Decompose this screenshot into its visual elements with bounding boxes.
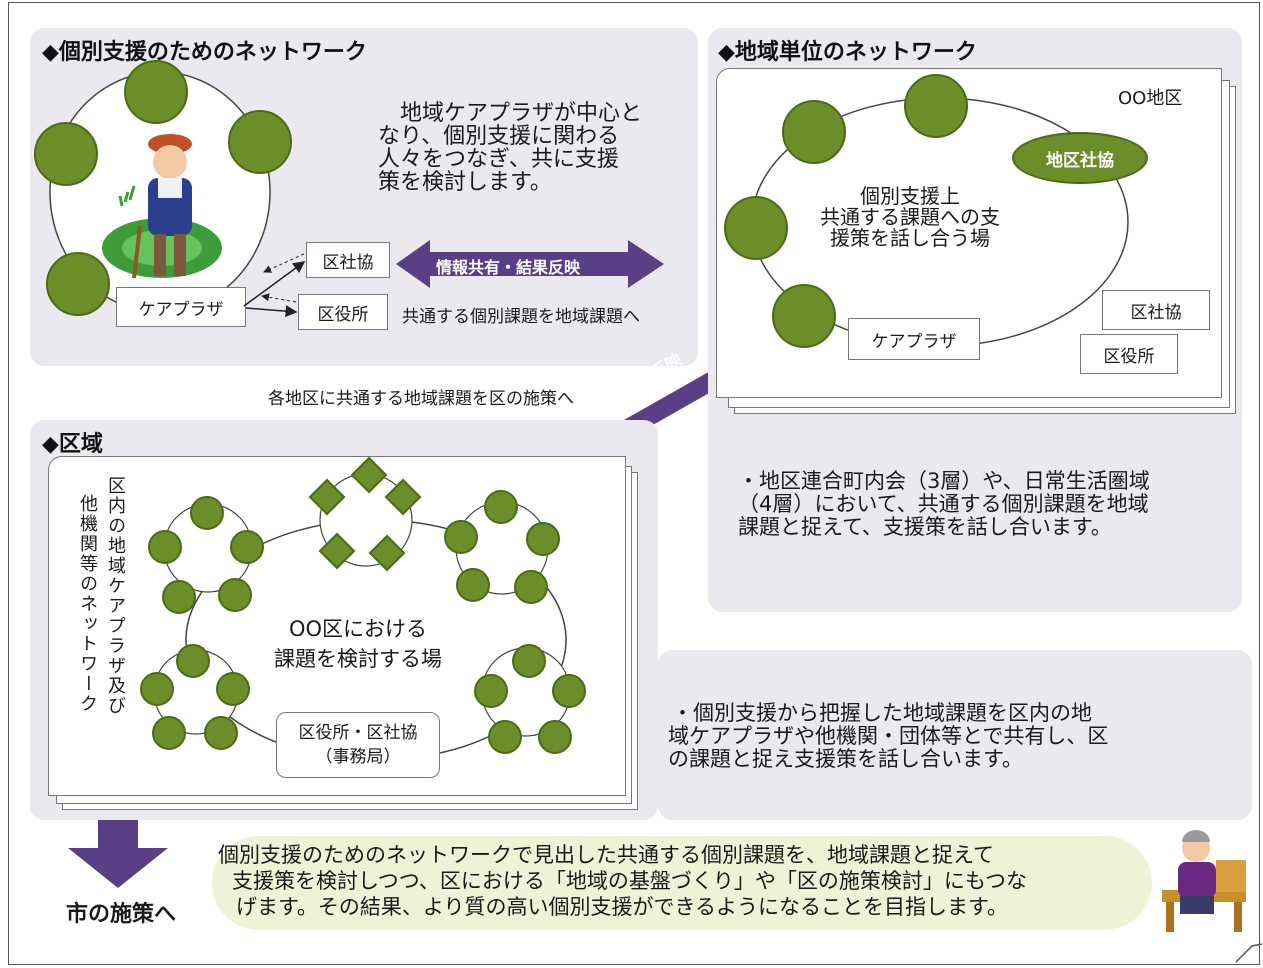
kuyakusho-box: 区役所 — [298, 294, 388, 330]
purple-arrow-label: 情報共有・結果反映 — [436, 258, 581, 277]
footer-highlight — [212, 836, 1152, 930]
member-circle — [512, 644, 546, 678]
member-circle — [124, 60, 188, 124]
member-circle — [152, 716, 186, 750]
desc-line: 策を検討します。 — [378, 170, 552, 195]
ward-description: ・個別支援から把握した地域課題を区内の地 域ケアプラザや他機関・団体等とで共有し… — [668, 702, 1108, 771]
middle-note: 各地区に共通する地域課題を区の施策へ — [268, 389, 574, 409]
member-circle — [444, 520, 478, 554]
member-circle — [484, 490, 518, 524]
panel-title-district: ◆地域単位のネットワーク — [718, 40, 977, 65]
elderly-woman-illustration — [1156, 830, 1252, 934]
member-circle — [904, 74, 968, 138]
member-circle — [218, 578, 252, 612]
member-circle — [538, 720, 572, 754]
member-circle — [46, 252, 110, 316]
elderly-man-illustration — [100, 130, 230, 280]
member-circle — [782, 100, 846, 164]
member-circle — [488, 720, 522, 754]
desc-line: 地域ケアプラザが中心と — [400, 101, 643, 126]
individual-note: 共通する個別課題を地域課題へ — [402, 307, 640, 327]
member-circle — [190, 496, 224, 530]
member-circle — [724, 196, 788, 260]
desc-line: 域ケアプラザや他機関・団体等とで共有し、区 — [668, 724, 1109, 748]
center-line: 共通する課題への支 — [820, 205, 1000, 229]
district-careplaza-box: ケアプラザ — [848, 318, 980, 360]
desc-line: 人々をつなぎ、共に支援 — [378, 147, 619, 172]
center-line: 課題を検討する場 — [274, 647, 442, 671]
panel-title-individual: ◆個別支援のためのネットワーク — [42, 40, 367, 65]
desc-line: ・地区連合町内会（3層）や、日常生活圏域 — [738, 469, 1150, 493]
desc-line: （4層）において、共通する個別課題を地域 — [738, 492, 1149, 516]
chikushakyo-label: 地区社協 — [1046, 150, 1114, 171]
careplaza-box: ケアプラザ — [116, 287, 246, 327]
district-description: ・地区連合町内会（3層）や、日常生活圏域 （4層）において、共通する個別課題を地… — [738, 470, 1150, 539]
member-circle — [204, 716, 238, 750]
desc-line: 課題と捉えて、支援策を話し合います。 — [738, 515, 1112, 539]
individual-description: 地域ケアプラザが中心と なり、個別支援に関わる 人々をつなぎ、共に支援 策を検討… — [378, 102, 642, 194]
desc-line: なり、個別支援に関わる — [378, 124, 620, 149]
footer-text: 個別支援のためのネットワークで見出した共通する個別課題を、地域課題と捉えて 支援… — [218, 842, 1027, 920]
footer-line: げます。その結果、より質の高い個別支援ができるようになることを目指します。 — [236, 895, 1008, 919]
member-circle — [526, 522, 560, 556]
desc-line: ・個別支援から把握した地域課題を区内の地 — [672, 701, 1092, 725]
member-circle — [162, 580, 196, 614]
center-line: 個別支援上 — [860, 184, 960, 208]
ward-office-box: 区役所・区社協 （事務局） — [276, 712, 440, 778]
member-circle — [772, 284, 836, 348]
footer-line: 支援策を検討しつつ、区における「地域の基盤づくり」や「区の施策検討」にもつな — [232, 869, 1028, 893]
kushakyo-box: 区社協 — [306, 242, 390, 278]
member-circle — [230, 530, 264, 564]
member-circle — [140, 672, 174, 706]
office-line: 区役所・区社協 — [298, 723, 418, 743]
district-kuyakusho-box: 区役所 — [1080, 334, 1178, 374]
ward-vertical-label-2: 他機関等のネットワーク — [77, 494, 98, 714]
city-policy-label: 市の施策へ — [66, 902, 177, 927]
panel-ward-extension — [658, 650, 1252, 820]
district-center-text: 個別支援上 共通する課題への支 援策を話し合う場 — [820, 186, 1000, 249]
chikushakyo-ellipse: 地区社協 — [1012, 132, 1148, 184]
district-area-label: OO地区 — [1118, 88, 1183, 109]
member-circle — [34, 122, 98, 186]
member-circle — [552, 674, 586, 708]
ward-vertical-label-1: 区内の地域ケアプラザ及び — [105, 476, 126, 716]
footer-line: 個別支援のためのネットワークで見出した共通する個別課題を、地域課題と捉えて — [218, 843, 994, 867]
member-circle — [148, 530, 182, 564]
member-circle — [456, 568, 490, 602]
member-circle — [176, 644, 210, 678]
office-line: （事務局） — [315, 747, 401, 767]
member-circle — [216, 672, 250, 706]
panel-title-ward: ◆区域 — [42, 432, 103, 457]
center-line: OO区における — [288, 617, 428, 641]
figure-frame — [8, 2, 1260, 965]
district-kushakyo-box: 区社協 — [1102, 290, 1210, 330]
desc-line: の課題と捉え支援策を話し合います。 — [668, 747, 1023, 771]
member-circle — [228, 110, 292, 174]
ward-center-text: OO区における 課題を検討する場 — [264, 614, 452, 674]
member-circle — [474, 674, 508, 708]
member-circle — [514, 570, 548, 604]
center-line: 援策を話し合う場 — [830, 226, 990, 250]
